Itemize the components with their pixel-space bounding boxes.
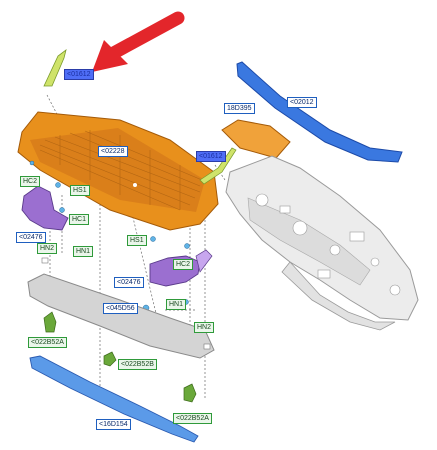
hn2-left-label: HN2: [37, 243, 58, 254]
hn1-right-label: HN1: [166, 299, 187, 310]
highlighted-part-label-top: <01612: [64, 69, 94, 80]
cowl-panel-label: <02228: [98, 146, 128, 157]
clip-mid-label: <022B52B: [118, 359, 157, 370]
lower-blue-seal: [29, 355, 199, 443]
lower-seal-label: <16D154: [96, 419, 131, 430]
clip-right-label: <022B52A: [173, 413, 212, 424]
clip-left-label: <022B52A: [28, 337, 67, 348]
right-bracket-label: <02476: [114, 277, 144, 288]
upper-right-blue-seal: [236, 61, 403, 163]
upper-seal-label: <02012: [287, 97, 317, 108]
cowl-top-panel: [17, 111, 219, 231]
hs1-left-label: HS1: [70, 185, 90, 196]
right-purple-strip: [195, 249, 213, 273]
lower-gray-panel: [27, 273, 215, 359]
hn1-left-label: HN1: [73, 246, 94, 257]
hs1-right-label: HS1: [127, 235, 147, 246]
hc2-left-label: HC2: [20, 176, 41, 187]
hc1-left-label: HC1: [69, 214, 90, 225]
hc2-right-label: HC2: [173, 259, 194, 270]
hn2-right-label: HN2: [194, 322, 215, 333]
dash-panel: [225, 155, 419, 331]
small-orange-panel: [221, 119, 291, 159]
orange-panel-label: 18D395: [224, 103, 255, 114]
mid-green-clip: [199, 147, 237, 185]
lower-green-clips: [43, 311, 197, 403]
left-purple-bracket: [21, 185, 69, 231]
upper-green-clip: [43, 49, 67, 87]
nut-markers: [41, 257, 211, 350]
fastener-label: <045D56: [103, 303, 138, 314]
highlighted-part-label-mid: <01612: [196, 151, 226, 162]
pointer-arrow: [92, 11, 185, 72]
left-bracket-label: <02476: [16, 232, 46, 243]
